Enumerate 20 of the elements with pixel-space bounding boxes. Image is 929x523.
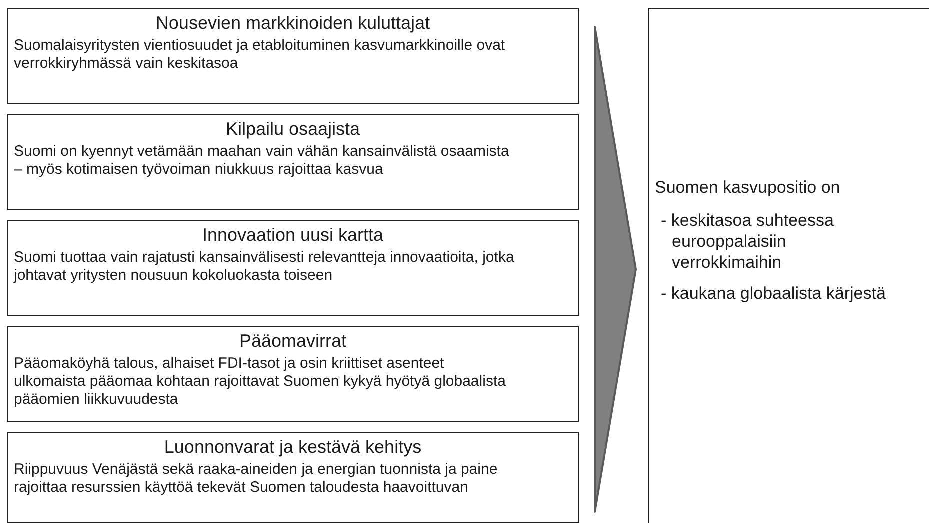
bullet-text: - keskitasoa suhteessa eurooppalaisiin verrokkimaihin — [661, 210, 835, 273]
box-description: Pääomaköyhä talous, alhaiset FDI-tasot ja osin kriittiset asenteet ulkomaista pääomaa kohtaan rajoittavat Suomen kykyä hyötyä globaalista pääomien liikkuvuudesta — [14, 355, 507, 409]
box-description: Suomi on kyennyt vetämään maahan vain vähän kansainvälistä osaamista – myös kotimaisen työvoiman niukkuus rajoittaa kasvua — [14, 143, 510, 179]
box-heading: Kilpailu osaajista — [224, 119, 362, 140]
box-description: Riippuvuus Venäjästä sekä raaka-aineiden ja energian tuonnista ja paine rajoittaa resurssien käyttöä tekevät Suomen taloudesta haavoittuvan — [14, 461, 499, 497]
box-heading: Luonnonvarat ja kestävä kehitys — [163, 437, 423, 458]
box-heading: Innovaation uusi kartta — [201, 225, 385, 246]
box-heading: Pääomavirrat — [238, 331, 348, 352]
factor-box — [7, 326, 579, 422]
box-description: Suomi tuottaa vain rajatusti kansainvälisesti relevantteja innovaatioita, jotka johtavat yritysten nousuun kokoluokasta toiseen — [14, 249, 516, 285]
box-heading: Nousevien markkinoiden kuluttajat — [154, 13, 432, 34]
factor-box — [7, 114, 579, 210]
summary-heading: Suomen kasvupositio on — [655, 178, 842, 198]
factor-box — [7, 8, 579, 104]
factor-box — [7, 432, 579, 523]
chevron-arrow — [594, 26, 637, 513]
factor-box — [7, 220, 579, 316]
box-description: Suomalaisyritysten vientiosuudet ja etabloituminen kasvumarkkinoille ovat verrokkiryhmässä vain keskitasoa — [14, 37, 506, 73]
summary-box — [648, 8, 929, 523]
bullet-text: - kaukana globaalista kärjestä — [661, 283, 887, 304]
